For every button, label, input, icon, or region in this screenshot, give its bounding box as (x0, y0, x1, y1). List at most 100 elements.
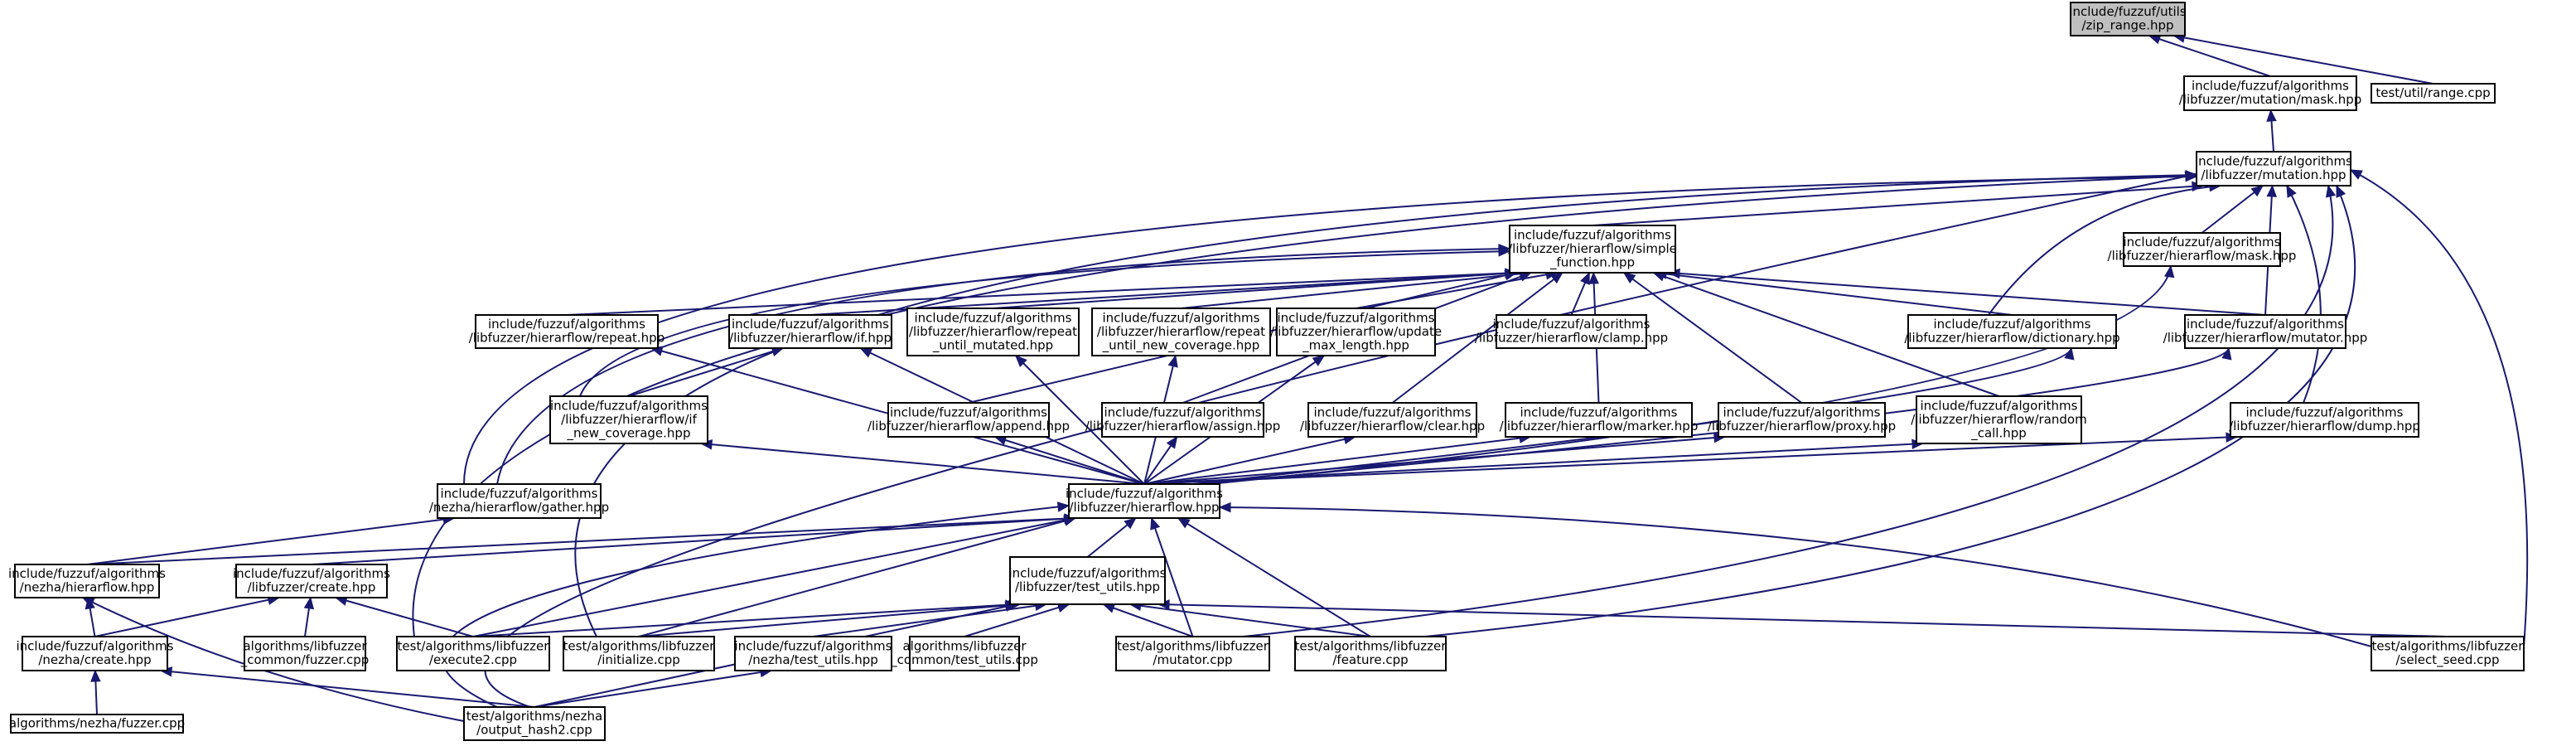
arrowhead (1498, 243, 1511, 254)
node-selectseed[interactable]: test/algorithms/libfuzzer/select_seed.cp… (2371, 636, 2525, 671)
node-dump[interactable]: include/fuzzuf/algorithms/libfuzzer/hier… (2229, 402, 2420, 438)
node-label: /libfuzzer/hierarflow/proxy.hpp (1708, 419, 1896, 434)
node-box (10, 714, 184, 734)
node-hfmask[interactable]: include/fuzzuf/algorithms/libfuzzer/hier… (2108, 232, 2297, 267)
dependency-edge (1014, 355, 1145, 485)
arrowhead (1124, 517, 1137, 530)
node-cfuzzer[interactable]: algorithms/libfuzzer_common/fuzzer.cpp (240, 636, 370, 671)
node-nezhafuzzer[interactable]: algorithms/nezha/fuzzer.cpp (9, 714, 185, 734)
node-label: /libfuzzer/hierarflow/marker.hpp (1500, 419, 1699, 434)
dependency-edge (1570, 271, 1591, 316)
node-runc[interactable]: include/fuzzuf/algorithms/libfuzzer/hier… (1091, 308, 1271, 356)
node-feature[interactable]: test/algorithms/libfuzzer/feature.cpp (1294, 636, 1447, 671)
edge-line (638, 517, 1076, 637)
arrowhead (1550, 272, 1563, 284)
node-box (1718, 402, 1886, 438)
node-simple[interactable]: include/fuzzuf/algorithms/libfuzzer/hier… (1508, 225, 1677, 274)
node-mutator[interactable]: include/fuzzuf/algorithms/libfuzzer/hier… (2163, 314, 2368, 349)
arrowhead (1166, 435, 1178, 449)
node-mutatorcpp[interactable]: test/algorithms/libfuzzer/mutator.cpp (1115, 636, 1270, 671)
node-testutils[interactable]: include/fuzzuf/algorithms/libfuzzer/test… (1009, 556, 1167, 605)
arrowhead (1588, 271, 1599, 284)
edge-line (1988, 185, 2221, 316)
node-label: include/fuzzuf/algorithms (1723, 405, 1881, 420)
node-clamp[interactable]: include/fuzzuf/algorithms/libfuzzer/hier… (1475, 314, 1668, 349)
dependency-edge (86, 514, 456, 565)
dependency-edge (2286, 184, 2322, 404)
node-label: _common/test_utils.cpp (890, 652, 1038, 668)
node-mutation[interactable]: include/fuzzuf/algorithms/libfuzzer/muta… (2195, 151, 2352, 186)
node-hash2[interactable]: test/algorithms/nezha/output_hash2.cpp (463, 706, 606, 741)
edge-line (1655, 272, 2013, 316)
node-repeat[interactable]: include/fuzzuf/algorithms/libfuzzer/hier… (469, 314, 665, 349)
edge-line (1015, 355, 1145, 485)
node-proxy[interactable]: include/fuzzuf/algorithms/libfuzzer/hier… (1708, 402, 1896, 438)
node-random[interactable]: include/fuzzuf/algorithms/libfuzzer/hier… (1911, 395, 2087, 444)
node-label: include/fuzzuf/algorithms (441, 487, 598, 501)
node-box (2196, 151, 2351, 186)
node-box (1294, 636, 1447, 671)
node-label: _until_mutated.hpp (932, 337, 1053, 353)
edge-line (1181, 272, 1531, 309)
node-nezhatu[interactable]: include/fuzzuf/algorithms/nezha/test_uti… (734, 636, 892, 671)
node-label: include/fuzzuf/algorithms (1520, 405, 1678, 420)
node-label: include/fuzzuf/algorithms (1066, 487, 1223, 501)
node-initialize[interactable]: test/algorithms/libfuzzer/initialize.cpp (563, 636, 716, 671)
node-label: /libfuzzer/hierarflow/if.hpp (729, 331, 892, 346)
edge-line (1391, 272, 1563, 404)
node-mutmask[interactable]: include/fuzzuf/algorithms/libfuzzer/muta… (2179, 75, 2362, 111)
edge-line (472, 517, 1076, 637)
dependency-edge (964, 603, 1071, 637)
node-clear[interactable]: include/fuzzuf/algorithms/libfuzzer/hier… (1300, 402, 1485, 438)
node-rum[interactable]: include/fuzzuf/algorithms/libfuzzer/hier… (906, 308, 1080, 356)
node-box (549, 395, 708, 444)
node-label: test/algorithms/libfuzzer (1295, 639, 1447, 654)
node-dict[interactable]: include/fuzzuf/algorithms/libfuzzer/hier… (1904, 314, 2120, 349)
node-append[interactable]: include/fuzzuf/algorithms/libfuzzer/hier… (868, 402, 1070, 438)
node-marker[interactable]: include/fuzzuf/algorithms/libfuzzer/hier… (1500, 402, 1699, 438)
edge-line (1668, 272, 2266, 316)
node-ctu[interactable]: algorithms/libfuzzer_common/test_utils.c… (890, 636, 1038, 671)
node-nezhacreate[interactable]: include/fuzzuf/algorithms/nezha/create.h… (17, 636, 174, 671)
dependency-edge (1209, 264, 2175, 485)
node-execute2[interactable]: test/algorithms/libfuzzer/execute2.cpp (396, 636, 550, 671)
node-uml[interactable]: include/fuzzuf/algorithms/libfuzzer/hier… (1270, 308, 1442, 356)
arrowhead (1580, 271, 1590, 285)
arrowhead (1150, 516, 1161, 530)
edge-line (1592, 185, 2204, 226)
node-nezhahf[interactable]: include/fuzzuf/algorithms/nezha/hierarfl… (8, 564, 166, 598)
arrowhead (1622, 272, 1636, 284)
node-label: include/fuzzuf/algorithms (2246, 405, 2404, 420)
node-range[interactable]: test/util/range.cpp (2371, 83, 2496, 104)
node-create[interactable]: include/fuzzuf/algorithms/libfuzzer/crea… (233, 564, 390, 598)
dependency-edge (638, 599, 1022, 637)
node-label: /libfuzzer/hierarflow/clear.hpp (1300, 419, 1485, 434)
node-if[interactable]: include/fuzzuf/algorithms/libfuzzer/hier… (728, 314, 892, 349)
edge-line (1143, 443, 1924, 485)
edge-line (1143, 436, 1356, 485)
dependency-edge (628, 346, 785, 397)
node-zip[interactable]: include/fuzzuf/utils/zip_range.hpp (2069, 2, 2187, 36)
node-label: /nezha/create.hpp (38, 652, 151, 667)
node-gather[interactable]: include/fuzzuf/algorithms/nezha/hierarfl… (429, 483, 609, 519)
arrowhead (2266, 184, 2278, 197)
dependency-edge (1143, 435, 1178, 485)
node-box (734, 636, 892, 671)
node-ifnc[interactable]: include/fuzzuf/algorithms/libfuzzer/hier… (549, 395, 708, 444)
edge-line (1150, 517, 1194, 637)
dependency-edge (1150, 516, 1194, 637)
node-label: /execute2.cpp (429, 652, 517, 667)
node-label: algorithms/libfuzzer (902, 639, 1027, 654)
dependency-edge (441, 501, 1071, 708)
node-assign[interactable]: include/fuzzuf/algorithms/libfuzzer/hier… (1085, 402, 1281, 438)
node-box (887, 402, 1050, 438)
node-hier[interactable]: include/fuzzuf/algorithms/libfuzzer/hier… (1066, 483, 1223, 519)
node-label: include/fuzzuf/algorithms (2195, 154, 2352, 169)
dependency-edge (1218, 501, 2372, 647)
node-box (909, 636, 1020, 671)
node-label: /libfuzzer/hierarflow/if (561, 412, 697, 427)
node-label: /libfuzzer/hierarflow/mutator.hpp (2163, 331, 2368, 346)
arrowhead (1177, 517, 1191, 529)
node-box (437, 483, 602, 519)
edge-line (579, 250, 1510, 397)
